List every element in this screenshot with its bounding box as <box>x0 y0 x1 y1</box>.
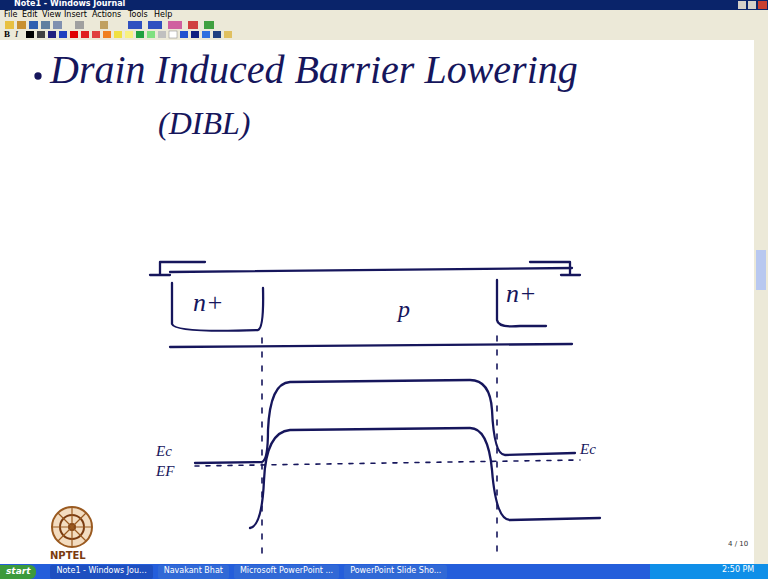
junction-dashed-line <box>262 336 497 560</box>
scroll-thumb <box>756 250 766 290</box>
start-button: start <box>0 565 36 579</box>
menu-item: File <box>4 11 17 20</box>
button-label: start <box>6 567 30 577</box>
handwritten-heading: Drain Induced Barrier Lowering <box>50 48 578 92</box>
nptel-logo <box>52 507 92 547</box>
system-tray <box>650 564 768 579</box>
logo-text: NPTEL <box>50 550 86 561</box>
source-region: n+ <box>190 288 227 319</box>
drain-region-outline <box>497 280 546 326</box>
window-button <box>748 1 756 9</box>
taskbar-button: Navakant Bhat <box>158 565 229 579</box>
handwritten-text: (DIBL) <box>158 106 250 141</box>
page-number: 4 / 10 <box>728 541 748 549</box>
color-palette <box>26 31 232 38</box>
bold-button: B <box>4 30 10 40</box>
page <box>0 40 754 564</box>
band-label: EF <box>156 463 174 480</box>
menu-item: Actions <box>92 11 121 20</box>
close-button <box>758 1 767 9</box>
scrollbar <box>754 40 768 564</box>
valence-band-edge <box>250 428 600 528</box>
italic-button: I <box>15 30 18 40</box>
drain-region: n+ <box>503 279 540 310</box>
band-label: Ec <box>580 441 596 458</box>
taskbar <box>0 564 768 579</box>
button-label: Navakant Bhat <box>164 567 223 576</box>
bullet <box>36 74 41 79</box>
region-label: n+ <box>193 289 224 318</box>
taskbar-button: Note1 - Windows Jou... <box>50 565 152 579</box>
toolbar-area <box>0 10 768 40</box>
band-label: Ec <box>156 443 172 460</box>
menu-item: Help <box>154 11 172 20</box>
button-label: Note1 - Windows Jou... <box>56 567 146 576</box>
region-label: p <box>398 296 410 322</box>
substrate-line <box>170 344 572 347</box>
taskbar-button: Microsoft PowerPoint ... <box>234 565 339 579</box>
menu-item: Tools <box>128 11 148 20</box>
menu-item: Edit <box>22 11 38 20</box>
window-title: Note1 - Windows Journal <box>14 0 125 9</box>
menu-item: Insert <box>64 11 87 20</box>
surface-line <box>170 268 572 272</box>
title-bar <box>0 0 768 10</box>
button-label: Microsoft PowerPoint ... <box>240 567 333 576</box>
window-button <box>738 1 746 9</box>
fermi-level <box>195 460 580 466</box>
region-label: n+ <box>506 280 537 309</box>
clock: 2:50 PM <box>722 566 754 575</box>
button-label: PowerPoint Slide Sho... <box>350 567 441 576</box>
source-region-outline <box>172 283 263 331</box>
taskbar-button: PowerPoint Slide Sho... <box>344 565 447 579</box>
conduction-band-edge <box>195 380 575 463</box>
menu-item: View <box>42 11 61 20</box>
toolbar-icons <box>5 21 214 29</box>
